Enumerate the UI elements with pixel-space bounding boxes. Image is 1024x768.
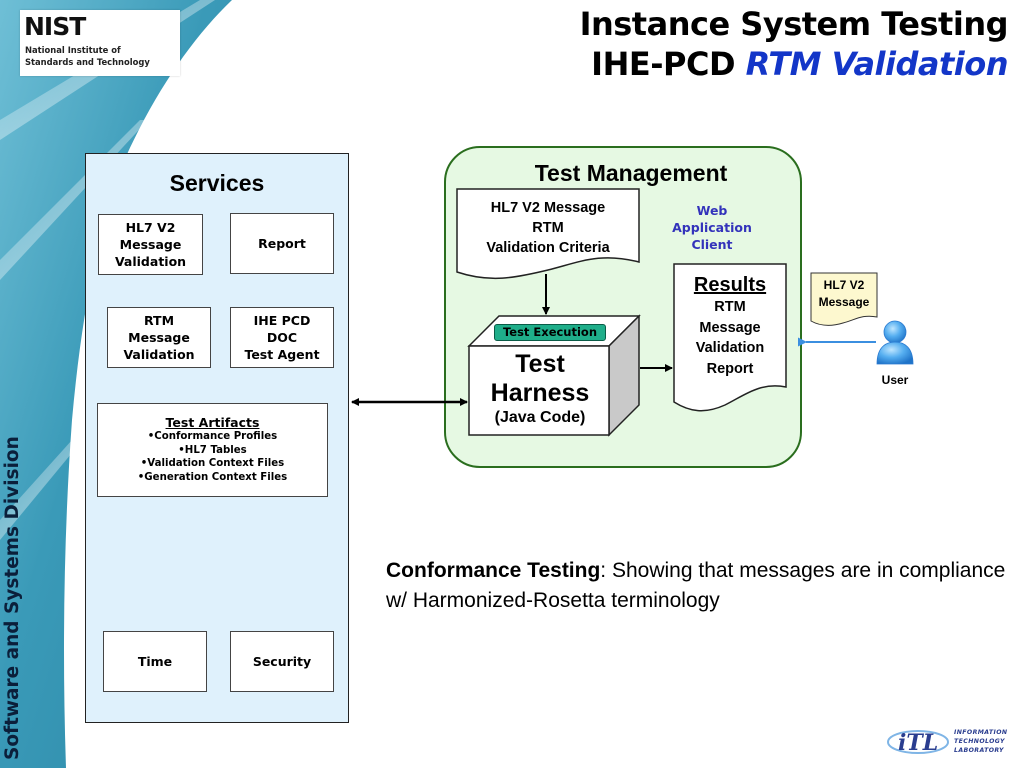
itl-logo-words: INFORMATION TECHNOLOGY LABORATORY	[954, 728, 1007, 755]
slide-title: Instance System Testing IHE-PCD RTM Vali…	[579, 4, 1009, 84]
conformance-note: Conformance Testing: Showing that messag…	[386, 556, 1016, 616]
conformance-note-text: : Showing that messages are in complianc…	[386, 559, 1006, 612]
criteria-document-shape	[456, 188, 640, 280]
message-doc-line: Message	[818, 295, 870, 309]
message-doc-line: HL7 V2	[823, 278, 865, 292]
user-label: User	[881, 373, 909, 387]
results-document: Results RTM Message Validation Report	[674, 273, 786, 379]
artifact-item: •Generation Context Files	[137, 471, 288, 483]
title-accent: RTM Validation	[745, 45, 1009, 83]
title-line-2: IHE-PCD RTM Validation	[580, 44, 1008, 84]
title-line-1: Instance System Testing	[579, 5, 1009, 43]
itl-mark: iTL	[898, 730, 938, 756]
services-title: Services	[169, 170, 265, 196]
nist-name-line2: Standards and Technology	[25, 57, 150, 67]
web-application-client-label: Web Application Client	[662, 202, 762, 253]
service-report: Report	[230, 213, 334, 274]
title-prefix: IHE-PCD	[591, 45, 746, 83]
nist-logo-mark: NIST	[24, 12, 86, 41]
hl7-message-document-shape	[810, 272, 878, 326]
service-security: Security	[230, 631, 334, 692]
results-line: Message	[699, 319, 761, 336]
user-icon	[876, 320, 914, 365]
itl-word: INFORMATION	[954, 729, 1008, 736]
nist-logo-name: National Institute of Standards and Tech…	[25, 44, 150, 68]
criteria-document: HL7 V2 Message RTM Validation Criteria	[457, 198, 639, 258]
results-document-shape	[673, 263, 787, 412]
artifact-item: •Conformance Profiles	[147, 431, 278, 442]
hl7-v2-message-document: HL7 V2 Message	[811, 277, 877, 311]
test-artifacts-box: Test Artifacts •Conformance Profiles •HL…	[97, 403, 328, 497]
criteria-line: RTM	[532, 220, 564, 236]
nist-logo: NIST National Institute of Standards and…	[20, 10, 180, 76]
itl-word: LABORATORY	[954, 747, 1004, 754]
criteria-line: HL7 V2 Message	[490, 200, 606, 216]
itl-logo: INFORMATION TECHNOLOGY LABORATORY	[886, 722, 1016, 762]
web-client-line: Web	[696, 203, 728, 218]
service-hl7-v2-message-validation: HL7 V2 Message Validation	[98, 214, 203, 275]
results-line: Validation	[695, 340, 765, 356]
results-line: Report	[706, 360, 754, 377]
artifact-item: •HL7 Tables	[178, 444, 247, 456]
harness-line: (Java Code)	[494, 409, 586, 426]
service-rtm-message-validation: RTM Message Validation	[107, 307, 211, 368]
harness-line: Harness	[490, 379, 590, 407]
conformance-note-bold: Conformance Testing	[386, 559, 601, 582]
web-client-line: Client	[691, 237, 733, 252]
nist-name-line1: National Institute of	[25, 45, 121, 55]
service-time: Time	[103, 631, 207, 692]
test-harness-label: Test Harness (Java Code)	[470, 350, 610, 428]
criteria-line: Validation Criteria	[486, 240, 610, 256]
itl-word: TECHNOLOGY	[954, 738, 1005, 745]
artifact-item: •Validation Context Files	[140, 458, 285, 469]
results-line: RTM	[714, 299, 746, 315]
test-artifacts-title: Test Artifacts	[165, 415, 260, 430]
test-management-title: Test Management	[534, 160, 728, 186]
services-panel: Services HL7 V2 Message Validation Repor…	[85, 153, 349, 723]
test-execution-badge: Test Execution	[494, 324, 606, 341]
results-title: Results	[693, 274, 767, 296]
service-ihe-pcd-doc-test-agent: IHE PCD DOC Test Agent	[230, 307, 334, 368]
web-client-line: Application	[672, 220, 752, 235]
harness-line: Test	[515, 350, 565, 378]
itl-logo-mark: iTL	[887, 730, 949, 756]
